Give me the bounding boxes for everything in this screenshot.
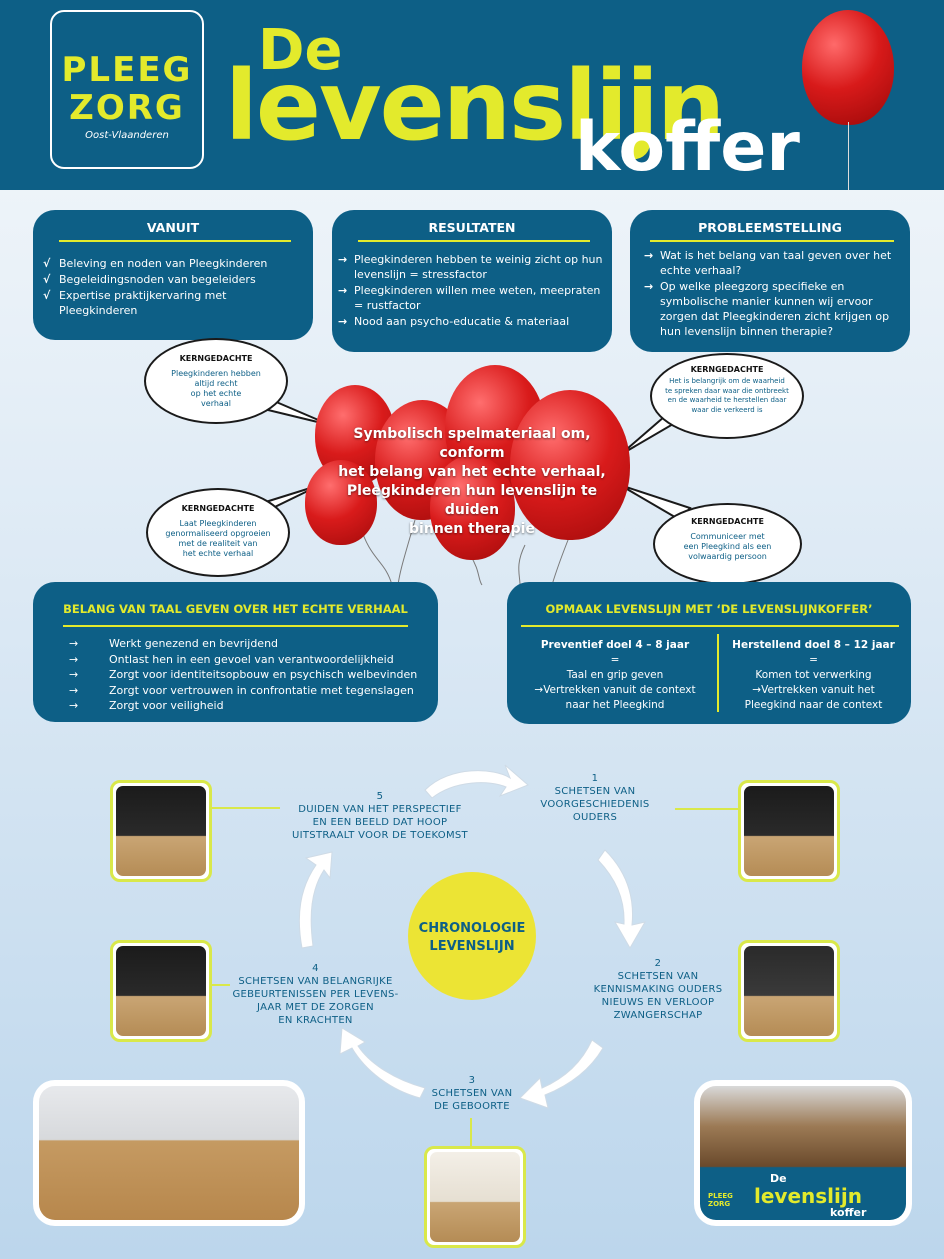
list-item: √Expertise praktijkervaring met Pleegkin… (43, 289, 227, 317)
title-koffer: koffer (575, 108, 800, 187)
panel-probleemstelling: PROBLEEMSTELLING →Wat is het belang van … (630, 210, 910, 352)
photo-step-5 (110, 780, 212, 882)
list-item: →Zorgt voor vertrouwen in confrontatie m… (69, 683, 414, 697)
list-item: →Op welke pleegzorg specifieke en symbol… (644, 280, 890, 338)
balloon-icon (510, 390, 630, 540)
center-statement: Symbolisch spelmateriaal om, conform het… (338, 426, 606, 537)
list-item: √Beleving en noden van Pleegkinderen (43, 257, 268, 270)
list-item: →Zorgt voor veiligheid (69, 699, 224, 712)
title-de: De (258, 18, 343, 83)
panel-title: RESULTATEN (428, 220, 516, 235)
connector-line (470, 1118, 472, 1148)
timeline-step-1: 1 SCHETSEN VAN VOORGESCHIEDENIS OUDERS (540, 773, 650, 823)
column-divider (717, 634, 719, 712)
photo-step-3 (424, 1146, 526, 1248)
list-item: →Nood aan psycho-educatie & materiaal (338, 315, 570, 328)
opmaak-preventief: Preventief doel 4 – 8 jaar = Taal en gri… (534, 639, 696, 711)
panel-title: PROBLEEMSTELLING (698, 220, 842, 235)
red-balloon-icon (802, 10, 894, 125)
cloud-kerngedachte-2: KERNGEDACHTE Het is belangrijk om de waa… (652, 355, 802, 437)
panel-opmaak: OPMAAK LEVENSLIJN MET ‘DE LEVENSLIJNKOFF… (507, 582, 911, 724)
balloon-icon (430, 455, 515, 560)
balloon-string (848, 122, 849, 190)
photo-levenslijn-overview (33, 1080, 305, 1226)
timeline-step-2: 2 SCHETSEN VAN KENNISMAKING OUDERS NIEUW… (593, 958, 723, 1021)
list-item: →Pleegkinderen willen mee weten, meeprat… (338, 284, 601, 312)
connector-line (205, 984, 230, 986)
logo-line1: PLEEG (61, 50, 193, 90)
timeline-step-4: 4 SCHETSEN VAN BELANGRIJKE GEBEURTENISSE… (232, 963, 399, 1026)
box-title-de: De (770, 1172, 787, 1185)
photo-step-2 (738, 940, 840, 1042)
chronologie-label: CHRONOLOGIE LEVENSLIJN (418, 921, 526, 954)
belang-list: →Werkt genezend en bevrijdend →Ontlast h… (69, 636, 429, 714)
connector-line (205, 807, 280, 809)
box-logo: PLEEG ZORG (708, 1192, 733, 1208)
opmaak-herstellend: Herstellend doel 8 – 12 jaar = Komen tot… (732, 639, 895, 711)
list-item: →Ontlast hen in een gevoel van verantwoo… (69, 652, 394, 666)
list-item: √Begeleidingsnoden van begeleiders (43, 273, 256, 286)
timeline-step-3: 3 SCHETSEN VAN DE GEBOORTE (431, 1075, 513, 1112)
box-title-koffer: koffer (830, 1206, 867, 1219)
panel-title: BELANG VAN TAAL GEVEN OVER HET ECHTE VER… (63, 602, 408, 616)
divider (650, 240, 894, 242)
panel-vanuit: VANUIT √Beleving en noden van Pleegkinde… (33, 210, 313, 340)
vanuit-list: √Beleving en noden van Pleegkinderen √Be… (43, 256, 308, 319)
list-item: →Pleegkinderen hebben te weinig zicht op… (338, 253, 603, 281)
photo-step-1 (738, 780, 840, 882)
divider (63, 625, 408, 627)
resultaten-list: →Pleegkinderen hebben te weinig zicht op… (338, 252, 606, 330)
balloon-icon (305, 460, 377, 545)
header-banner (0, 0, 944, 190)
list-item: →Zorgt voor identiteitsopbouw en psychis… (69, 668, 418, 681)
divider (521, 625, 899, 627)
logo-line2: ZORG (69, 88, 185, 128)
chronologie-circle (408, 872, 536, 1000)
probleemstelling-list: →Wat is het belang van taal geven over h… (644, 248, 906, 340)
photo-levenslijnkoffer: PLEEG ZORG De levenslijn koffer (694, 1080, 912, 1226)
list-item: →Werkt genezend en bevrijdend (69, 637, 279, 650)
pleegzorg-logo: PLEEG ZORG Oost-Vlaanderen (50, 10, 204, 169)
photo-step-4 (110, 940, 212, 1042)
panel-belang: BELANG VAN TAAL GEVEN OVER HET ECHTE VER… (33, 582, 438, 722)
panel-title: OPMAAK LEVENSLIJN MET ‘DE LEVENSLIJNKOFF… (545, 602, 873, 616)
box-title-levenslijn: levenslijn (754, 1184, 862, 1208)
timeline-step-5: 5 DUIDEN VAN HET PERSPECTIEF EN EEN BEEL… (292, 791, 468, 841)
title-levenslijn: levenslijn (225, 50, 725, 162)
panel-resultaten: RESULTATEN →Pleegkinderen hebben te wein… (332, 210, 612, 352)
divider (358, 240, 590, 242)
list-item: →Wat is het belang van taal geven over h… (644, 249, 892, 277)
connector-line (675, 808, 740, 810)
logo-subtitle: Oost-Vlaanderen (85, 130, 169, 141)
panel-title: VANUIT (146, 220, 200, 235)
divider (59, 240, 291, 242)
